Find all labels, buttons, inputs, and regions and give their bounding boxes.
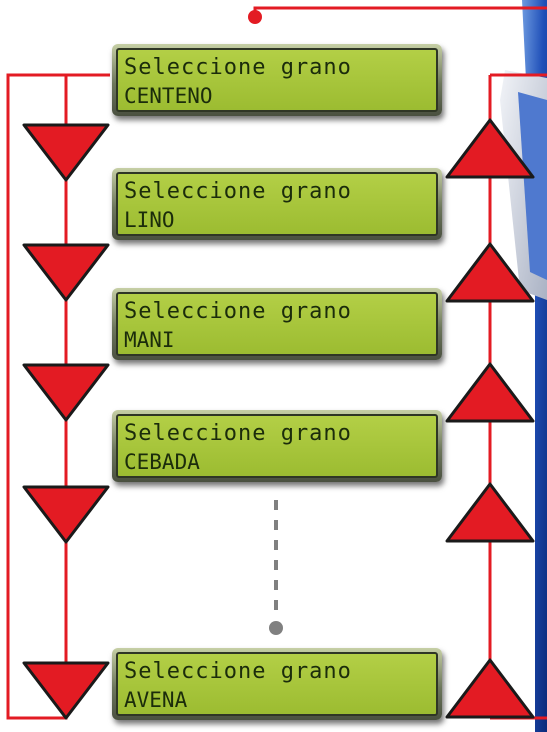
down-arrows <box>22 123 110 720</box>
lcd-screen-mani: Seleccione grano MANI <box>112 288 442 360</box>
lcd-screen-cebada: Seleccione grano CEBADA <box>112 410 442 482</box>
lcd-grain-name: MANI <box>124 328 175 352</box>
lcd-prompt-text: Seleccione grano <box>124 179 352 204</box>
up-arrow-3 <box>445 362 535 423</box>
lcd-prompt-text: Seleccione grano <box>124 299 352 324</box>
lcd-prompt-text: Seleccione grano <box>124 55 352 80</box>
lcd-display: Seleccione grano LINO <box>116 172 438 236</box>
down-arrow-3 <box>22 363 110 422</box>
entry-dot <box>248 10 262 24</box>
down-arrow-1 <box>22 123 110 182</box>
lcd-display: Seleccione grano CENTENO <box>116 48 438 112</box>
lcd-display: Seleccione grano MANI <box>116 292 438 356</box>
device-panel-shade <box>518 92 547 280</box>
ellipsis-dot <box>269 621 283 635</box>
lcd-prompt-text: Seleccione grano <box>124 659 352 684</box>
lcd-display: Seleccione grano CEBADA <box>116 414 438 478</box>
lcd-prompt-text: Seleccione grano <box>124 421 352 446</box>
up-arrow-4 <box>445 482 535 543</box>
down-arrow-4 <box>22 485 110 544</box>
lcd-grain-name: AVENA <box>124 688 188 712</box>
lcd-screen-lino: Seleccione grano LINO <box>112 168 442 240</box>
down-arrow-2 <box>22 243 110 302</box>
lcd-screen-avena: Seleccione grano AVENA <box>112 648 442 720</box>
entry-line <box>253 6 547 17</box>
down-arrow-5 <box>22 661 110 720</box>
up-arrows <box>445 118 535 719</box>
up-arrow-5 <box>445 658 535 719</box>
lcd-grain-name: CEBADA <box>124 450 200 474</box>
lcd-grain-name: LINO <box>124 208 175 232</box>
lcd-screen-centeno: Seleccione grano CENTENO <box>112 44 442 116</box>
up-arrow-1 <box>445 118 535 179</box>
lcd-display: Seleccione grano AVENA <box>116 652 438 716</box>
lcd-grain-name: CENTENO <box>124 84 213 108</box>
up-arrow-2 <box>445 242 535 303</box>
